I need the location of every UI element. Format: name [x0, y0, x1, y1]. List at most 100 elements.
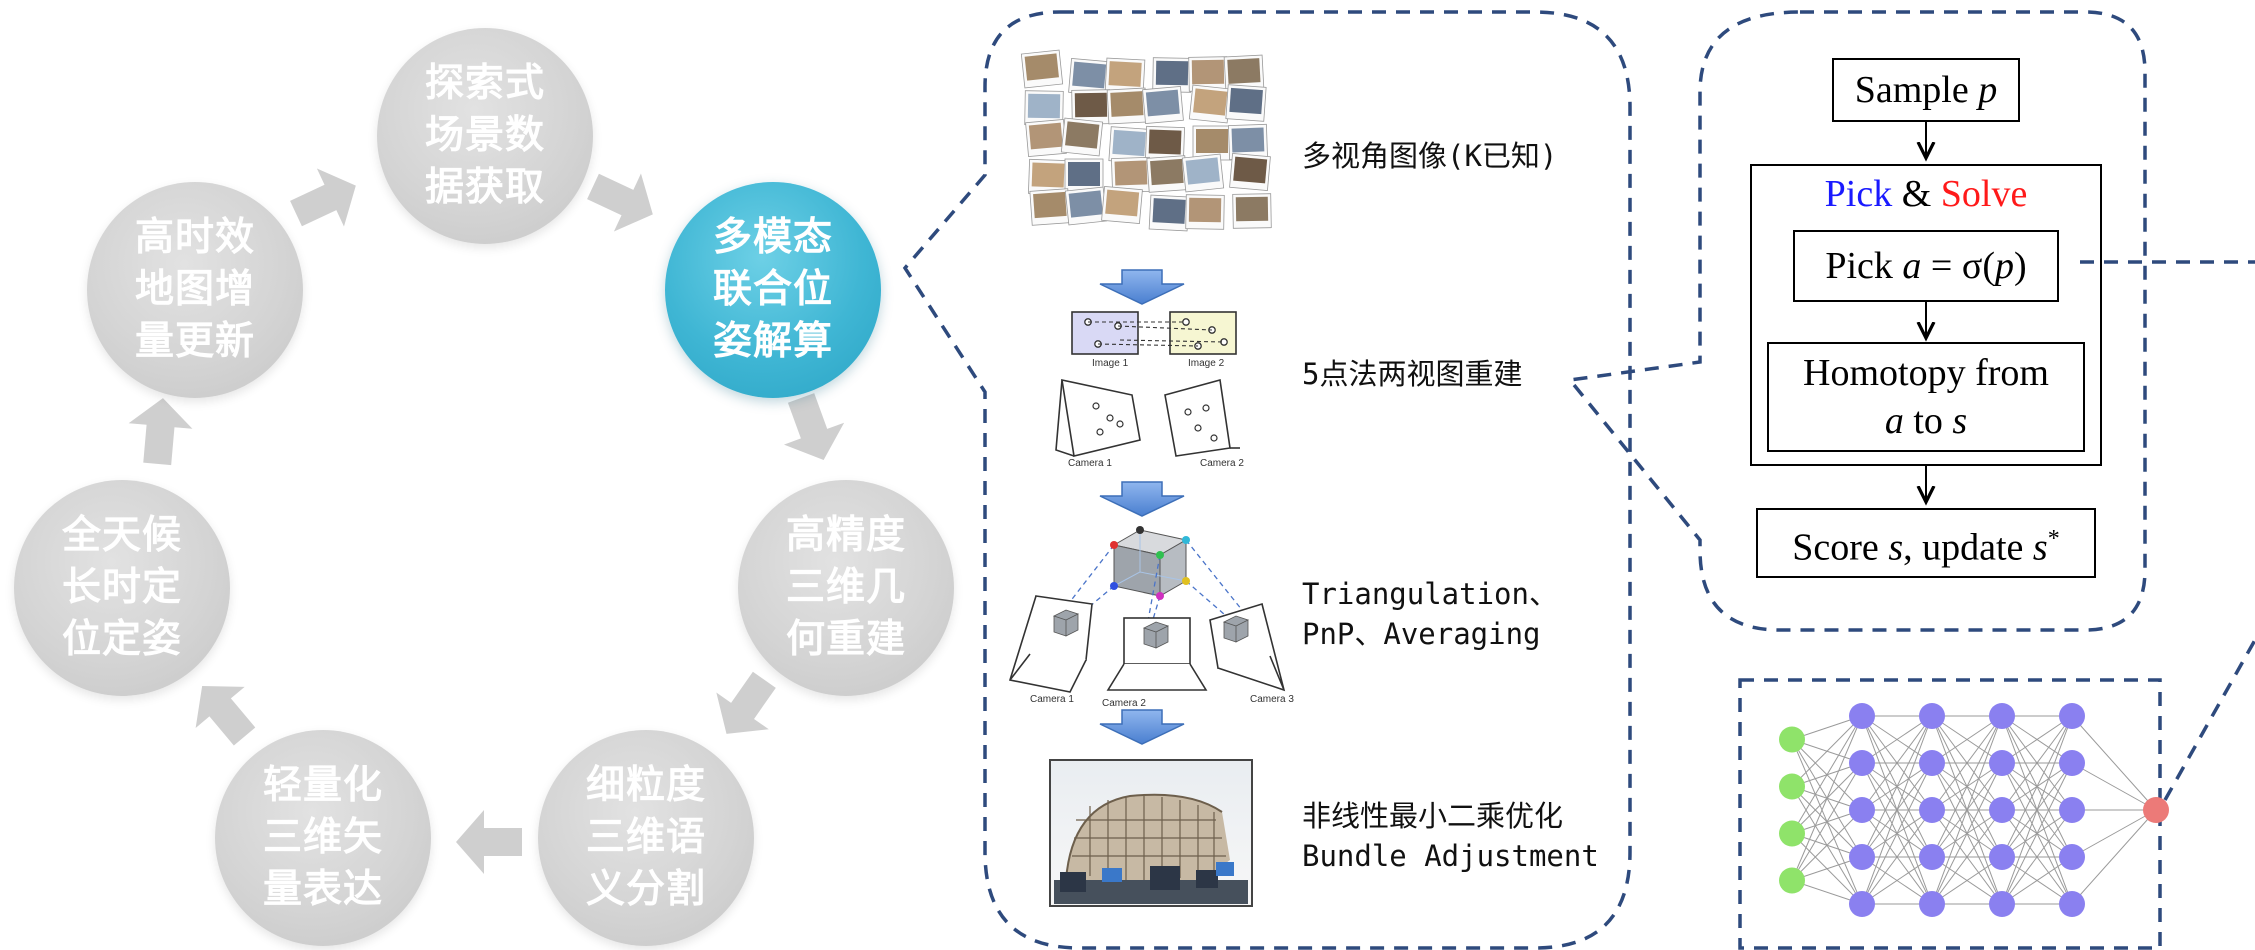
- pick-a-text: Pick a = σ(p): [1825, 245, 2027, 287]
- flowchart-callout: [1566, 10, 2147, 632]
- collage-photo: [1233, 156, 1268, 184]
- cycle-arrow-6: [195, 685, 256, 746]
- nn-edge: [1791, 715, 1863, 787]
- homotopy-line1: Homotopy from: [1803, 352, 2049, 394]
- cycle-arrow-5: [456, 810, 522, 874]
- node-explore-label: 探索式场景数据获取: [424, 61, 545, 210]
- nn-edge: [1791, 715, 1863, 834]
- cycle-arrow-3: [783, 393, 845, 460]
- pipeline-callout: [902, 10, 1632, 950]
- nn-hidden-node: [1849, 844, 1875, 870]
- collage-photo: [1065, 121, 1100, 149]
- nn-hidden-node: [1919, 844, 1945, 870]
- collage-photo: [1191, 59, 1225, 85]
- collage-photo: [1150, 158, 1184, 186]
- node-update: 高时效地图增量更新: [87, 182, 303, 398]
- collage-photo: [1196, 129, 1228, 153]
- step1-label: 多视角图像(K已知): [1302, 139, 1558, 173]
- collage-photo: [1145, 89, 1180, 117]
- image1-label: Image 1: [1092, 358, 1129, 369]
- nn-edge: [1861, 715, 1933, 811]
- nn-edge: [1791, 809, 1863, 881]
- step4-label: 非线性最小二乘优化 Bundle Adjustment: [1302, 796, 1599, 876]
- collage-photo: [1033, 191, 1067, 219]
- network-link: [2163, 639, 2255, 801]
- nn-edge: [1931, 715, 2003, 811]
- tri-cubes: [1052, 609, 1250, 649]
- triangulation-sketch: Camera 1 Camera 2 Camera 3: [1008, 526, 1294, 709]
- nn-edge: [2001, 762, 2073, 905]
- node-pose-label: 多模态联合位姿解算: [712, 215, 833, 364]
- collage-photo: [1072, 61, 1107, 89]
- node-seg-label: 细粒度三维语义分割: [585, 763, 706, 912]
- collage-photo: [1229, 87, 1263, 115]
- collage-photo: [1114, 160, 1148, 186]
- node-recon-label: 高精度三维几何重建: [785, 513, 906, 662]
- nn-edge: [2001, 715, 2073, 811]
- nn-hidden-node: [1849, 797, 1875, 823]
- collage-photo: [1024, 53, 1059, 81]
- nn-edge: [1791, 715, 1863, 881]
- step3-line2: PnP、Averaging: [1302, 617, 1541, 651]
- score-box: Score s, update s*: [1756, 508, 2096, 578]
- nn-hidden-node: [2059, 844, 2085, 870]
- step4-line1: 非线性最小二乘优化: [1302, 799, 1564, 833]
- two-view-sketch: Image 1 Image 2 Camera 1 Camera 2: [1055, 311, 1244, 469]
- node-vector-label: 轻量化三维矢量表达: [262, 763, 383, 912]
- nn-edge: [1931, 762, 2003, 905]
- nn-hidden-node: [1989, 750, 2015, 776]
- homotopy-box: Homotopy from a to s: [1767, 342, 2085, 452]
- sample-box: Sample p: [1832, 58, 2020, 122]
- nn-edge: [1861, 715, 1933, 905]
- nn-edge: [1931, 715, 2003, 905]
- photo-collage: [1020, 49, 1272, 232]
- pipeline-arrow-1: [1099, 269, 1185, 305]
- image2-frame: [1169, 311, 1237, 355]
- nn-edge: [1861, 762, 1933, 905]
- step3-label: Triangulation、 PnP、Averaging: [1302, 574, 1558, 654]
- nn-input-node: [1779, 867, 1805, 894]
- nn-hidden-node: [1989, 703, 2015, 729]
- nn-edge: [2071, 809, 2157, 858]
- collage-photo: [1110, 91, 1144, 117]
- collage-photo: [1155, 60, 1189, 86]
- cycle-arrows: [128, 168, 845, 874]
- nn-hidden-node: [2059, 703, 2085, 729]
- node-recon: 高精度三维几何重建: [738, 480, 954, 696]
- nn-input-node: [1779, 726, 1805, 753]
- pick-a-box: Pick a = σ(p): [1793, 230, 2059, 302]
- sample-text: Sample p: [1854, 69, 1998, 111]
- nn-hidden-node: [1849, 750, 1875, 776]
- nn-edge: [1861, 856, 1933, 905]
- collage-photo: [1188, 197, 1222, 223]
- pipeline-arrow-2: [1099, 481, 1185, 517]
- collage-photo: [1074, 92, 1108, 118]
- collage-photo: [1068, 162, 1100, 186]
- nn-hidden-node: [1919, 891, 1945, 917]
- pipeline-arrows: [1099, 269, 1185, 745]
- collage-photo: [1227, 58, 1261, 84]
- tri-camera2-label: Camera 2: [1102, 698, 1146, 709]
- network-callout: [1738, 678, 2162, 950]
- nn-edge: [2001, 856, 2073, 905]
- collage-photo: [1193, 88, 1228, 116]
- node-allday-label: 全天候长时定位定姿: [61, 513, 182, 662]
- nn-edge: [2071, 762, 2157, 811]
- node-update-label: 高时效地图增量更新: [134, 215, 255, 364]
- pipeline-arrow-3: [1099, 709, 1185, 745]
- collage-photo: [1112, 129, 1146, 157]
- point-cloud-image: [1049, 759, 1253, 907]
- nn-input-node: [1779, 820, 1805, 847]
- image1-frame: [1071, 311, 1139, 355]
- nn-edge: [2071, 809, 2157, 905]
- nn-edge: [1931, 856, 2003, 905]
- collage-photo: [1108, 61, 1142, 87]
- nn-edge: [2001, 809, 2073, 905]
- pick-solve-title: Pick & Solve: [1824, 173, 2028, 215]
- step3-line1: Triangulation、: [1302, 577, 1558, 611]
- nn-edge: [2001, 715, 2073, 858]
- nn-hidden-node: [2059, 891, 2085, 917]
- collage-photo: [1231, 127, 1265, 153]
- nn-edge: [1791, 762, 1863, 881]
- homotopy-line2: a to s: [1884, 400, 1968, 442]
